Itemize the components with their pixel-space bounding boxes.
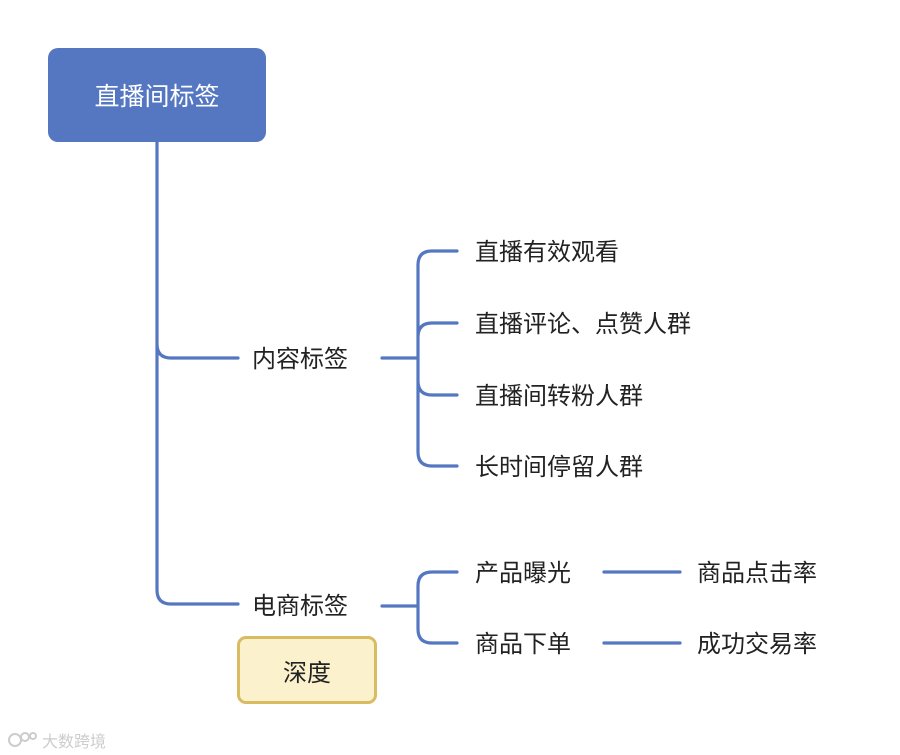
watermark: 大数跨境 bbox=[8, 728, 106, 752]
ecommerce-branch-connector bbox=[380, 570, 459, 645]
leaf-live-follow: 直播间转粉人群 bbox=[475, 382, 643, 410]
leaf-product-order: 商品下单 bbox=[475, 630, 571, 658]
root-trunk-line bbox=[155, 140, 240, 606]
depth-badge-label: 深度 bbox=[283, 658, 331, 687]
result-click-rate: 商品点击率 bbox=[697, 559, 817, 587]
content-branch-connector bbox=[380, 249, 459, 468]
leaf-product-exposure: 产品曝光 bbox=[475, 559, 571, 587]
result-success-rate: 成功交易率 bbox=[697, 630, 817, 658]
watermark-text: 大数跨境 bbox=[42, 732, 107, 751]
branch-content-tags: 内容标签 bbox=[252, 345, 348, 373]
branch-ecommerce-tags: 电商标签 bbox=[252, 592, 348, 620]
depth-badge: 深度 bbox=[237, 636, 377, 704]
root-node-label: 直播间标签 bbox=[94, 82, 220, 111]
leaf-live-effective-view: 直播有效观看 bbox=[475, 238, 619, 266]
root-node: 直播间标签 bbox=[48, 48, 266, 142]
logo-icon bbox=[8, 732, 37, 747]
leaf-long-stay: 长时间停留人群 bbox=[475, 453, 643, 481]
leaf-live-comment-like: 直播评论、点赞人群 bbox=[475, 310, 691, 338]
